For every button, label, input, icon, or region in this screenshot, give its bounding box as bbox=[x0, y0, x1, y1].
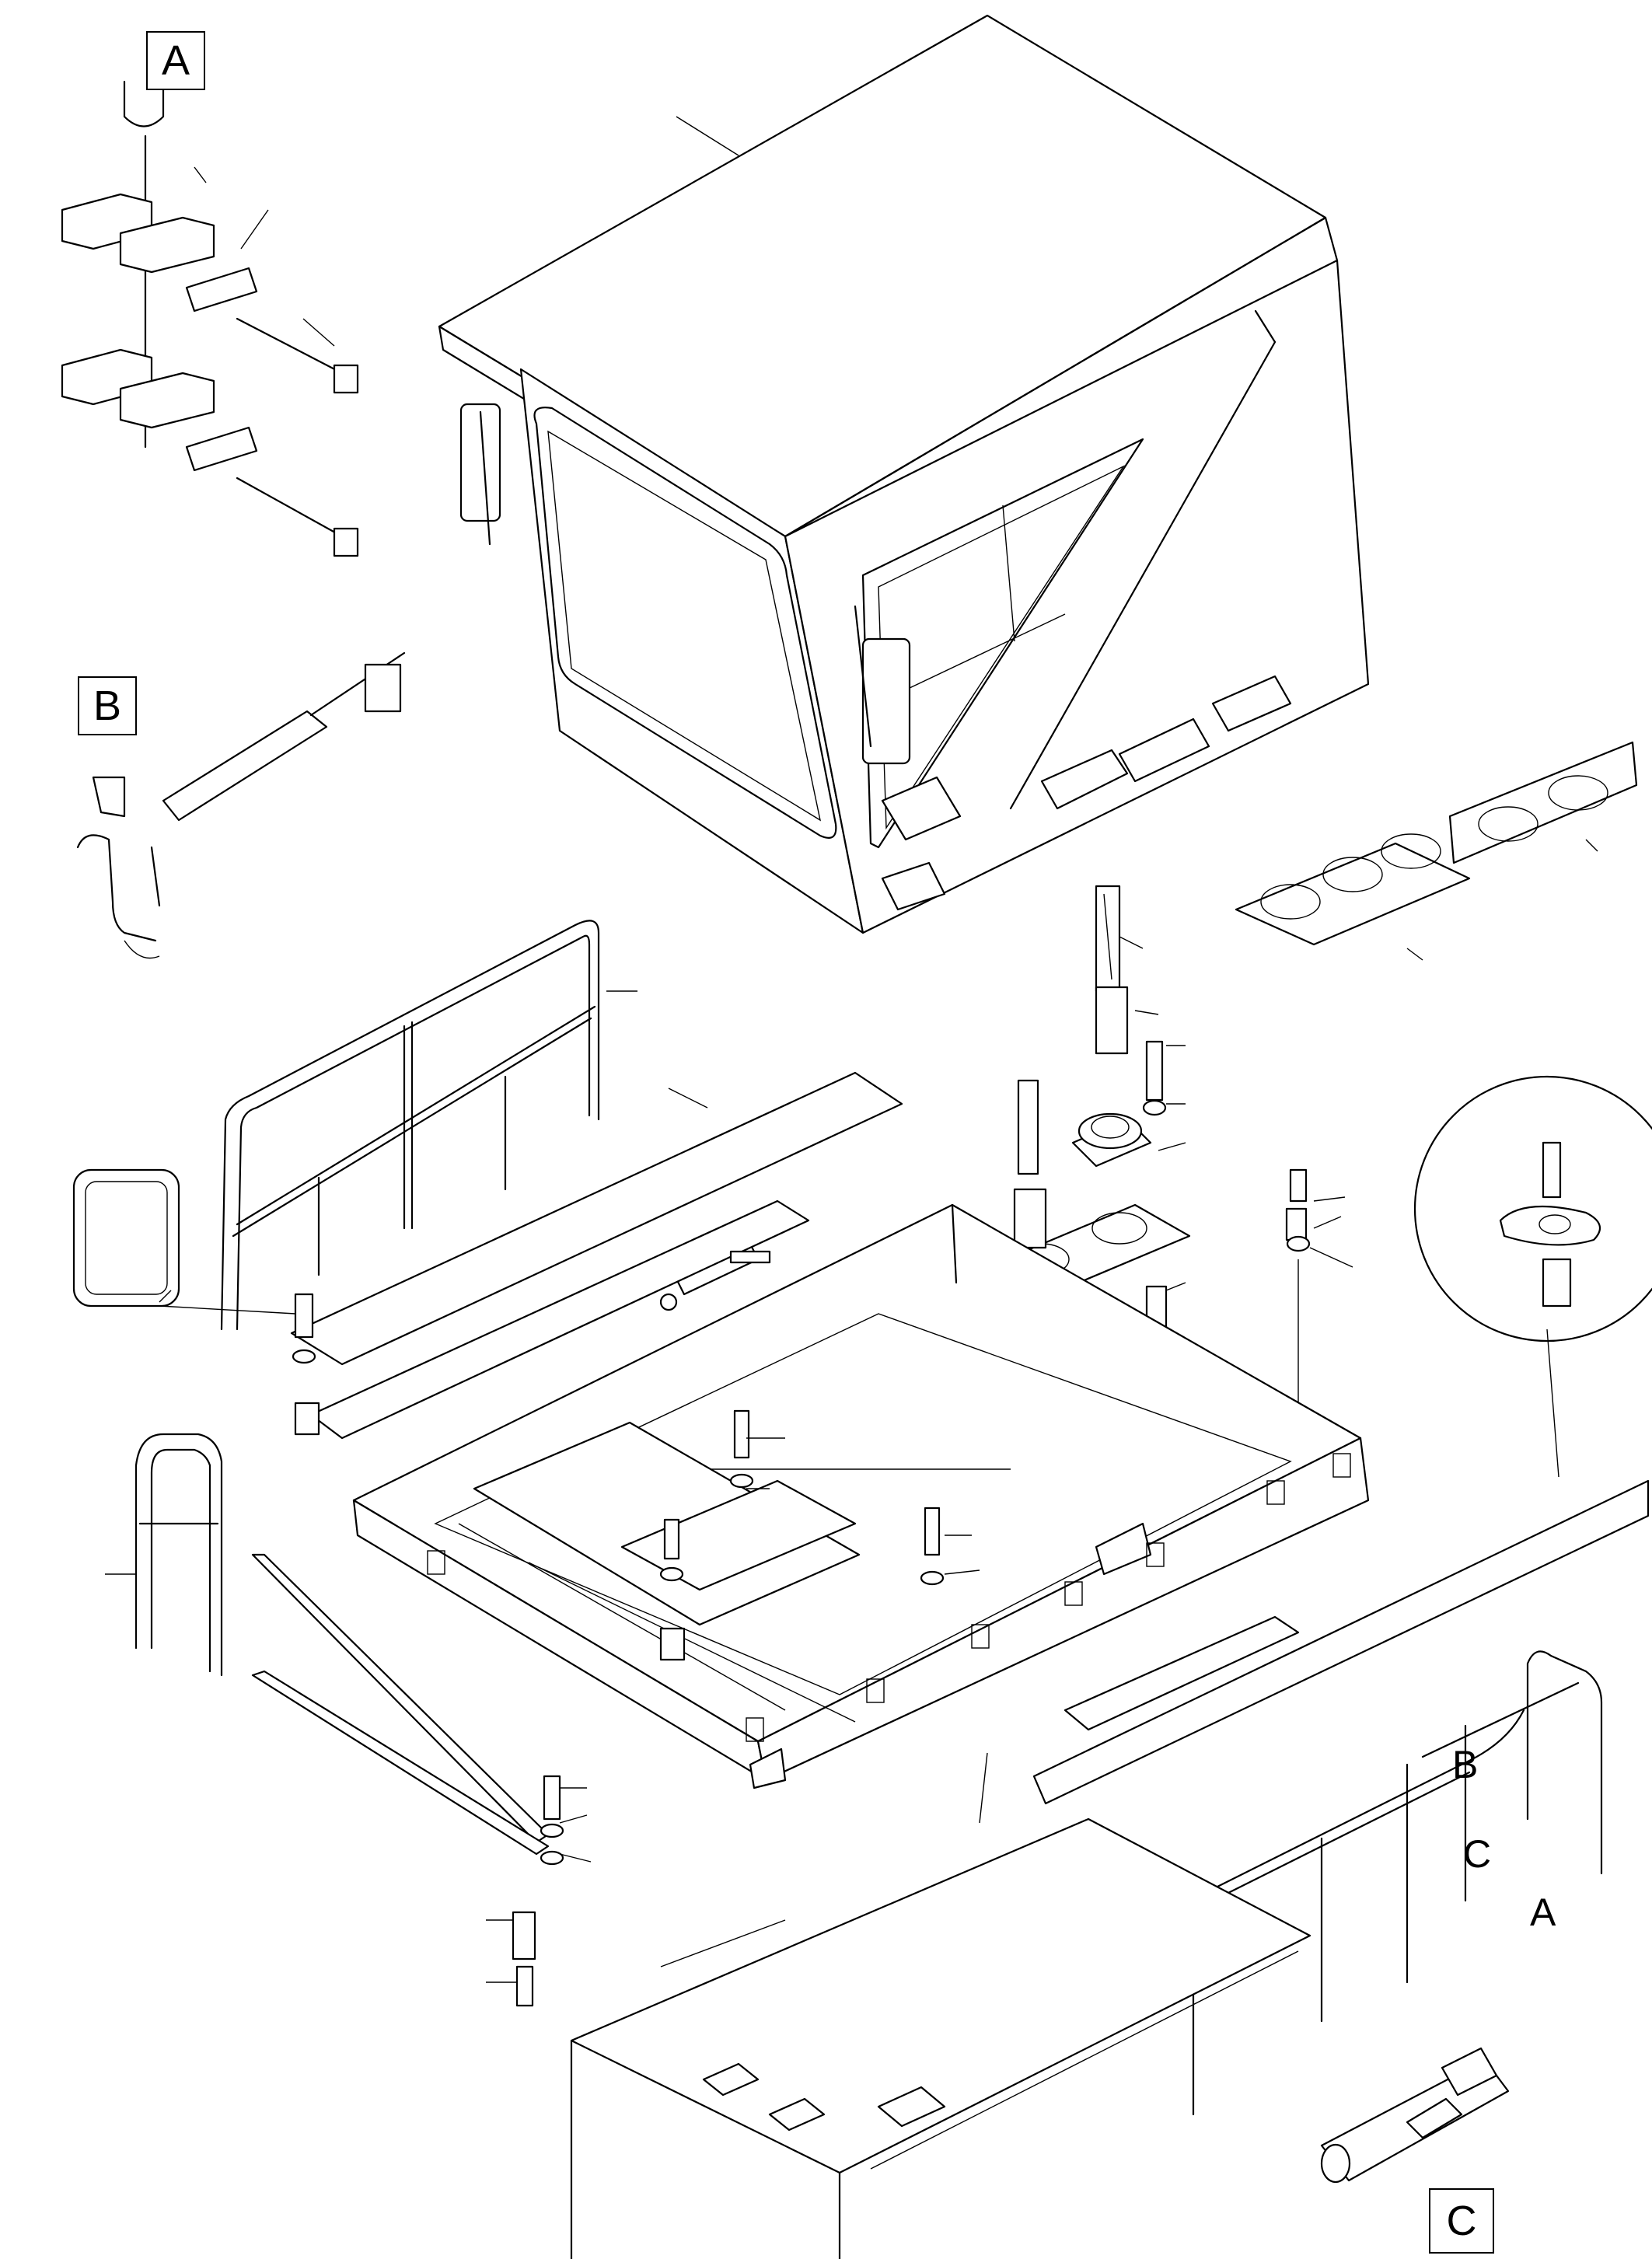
mount-stack bbox=[986, 885, 1191, 1508]
detail-a-clamps bbox=[61, 80, 359, 557]
detail-c-latch bbox=[1320, 2047, 1510, 2184]
detail-a-callout-box: A bbox=[146, 31, 205, 90]
marker-a-label: A bbox=[1530, 1891, 1556, 1934]
washer-detail-circle bbox=[1413, 1075, 1652, 1478]
deck-plate-rear bbox=[290, 1071, 903, 1440]
detail-b-linkage bbox=[76, 651, 406, 959]
detail-b-callout-box: B bbox=[78, 676, 137, 735]
marker-b-label: B bbox=[1452, 1743, 1479, 1786]
mount-plates bbox=[1235, 741, 1638, 961]
operator-cab bbox=[438, 14, 1370, 934]
detail-c-callout-box: C bbox=[1429, 2188, 1494, 2254]
leader-lines bbox=[105, 936, 1353, 1983]
machine-body bbox=[570, 1817, 1311, 2259]
handrail-left bbox=[134, 1433, 223, 1677]
marker-c-label: C bbox=[1463, 1832, 1492, 1876]
bolts bbox=[292, 1250, 945, 2007]
handrail-upper bbox=[220, 920, 600, 1331]
deck-plate-front bbox=[1032, 1479, 1650, 1805]
cab-frame bbox=[352, 1203, 1370, 1789]
handrail-gate bbox=[72, 1168, 180, 1308]
